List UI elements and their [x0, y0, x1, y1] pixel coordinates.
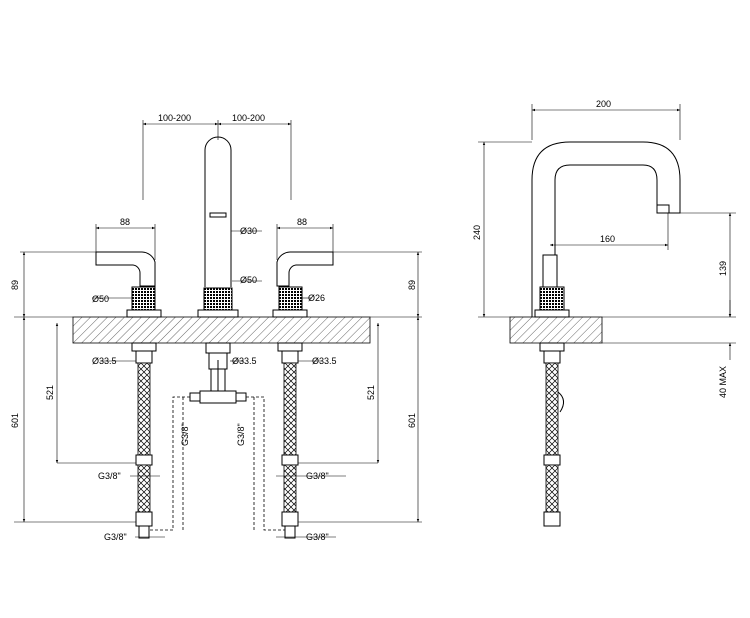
shank-left-label: Ø33.5: [92, 356, 117, 366]
handle-left-width-label: 88: [120, 217, 130, 227]
side-height-label: 240: [472, 225, 482, 240]
front-view: 100-200 100-200 Ø30 Ø50: [10, 113, 422, 542]
deck-side: [509, 316, 603, 344]
total-left-label: 601: [10, 413, 20, 428]
hose-right-inner-label: 521: [366, 385, 376, 400]
side-knurl: [539, 286, 565, 312]
right-vertical-dimensions: 89 601 521: [298, 251, 422, 523]
handle-right-width-label: 88: [297, 217, 307, 227]
thread-left-lower-label: G3/8": [104, 532, 127, 542]
thread-right-upper-label: G3/8": [306, 471, 329, 481]
right-handle-knurl: [278, 286, 303, 312]
handle-stem-diameter-label: Ø26: [308, 293, 325, 303]
thread-tee-right-label: G3/8": [236, 423, 246, 446]
side-view: 200 240 160 139 40 MAX: [472, 99, 736, 527]
left-hose: G3/8" G3/8": [57, 362, 165, 542]
spacing-left-label: 100-200: [158, 113, 191, 123]
deck-front: [72, 316, 371, 344]
spout-diameter-label: Ø30: [240, 226, 257, 236]
tee-hoses: G3/8" G3/8": [143, 396, 291, 531]
left-handle: 88 Ø50 Ø33.5: [92, 217, 162, 366]
spout: Ø30 Ø50: [189, 136, 262, 404]
spout-base-diameter-label: Ø50: [240, 275, 257, 285]
thread-left-upper-label: G3/8": [98, 471, 121, 481]
left-vertical-dimensions: 89 601 521: [10, 251, 136, 523]
hose-left-inner-label: 521: [45, 385, 55, 400]
side-spout-clearance-label: 139: [718, 261, 728, 276]
shank-right-label: Ø33.5: [312, 356, 337, 366]
side-spout-reach-label: 160: [600, 234, 615, 244]
shank-center-label: Ø33.5: [232, 356, 257, 366]
spacing-right-label: 100-200: [232, 113, 265, 123]
thread-tee-left-label: G3/8": [180, 423, 190, 446]
right-hose: G3/8" G3/8": [276, 362, 378, 542]
height-right-label: 89: [407, 280, 417, 290]
total-right-label: 601: [407, 413, 417, 428]
left-handle-knurl: [131, 286, 156, 312]
handle-base-diameter-label: Ø50: [92, 294, 109, 304]
thread-right-lower-label: G3/8": [306, 532, 329, 542]
side-spout: [531, 141, 681, 317]
height-left-label: 89: [10, 280, 20, 290]
spout-knurl: [203, 287, 233, 312]
side-reach-label: 200: [596, 99, 611, 109]
right-handle: 88 Ø26 Ø33.5 Ø33.5: [230, 217, 337, 366]
side-deck-max-label: 40 MAX: [718, 366, 728, 398]
spacing-dimensions: 100-200 100-200: [142, 113, 292, 200]
